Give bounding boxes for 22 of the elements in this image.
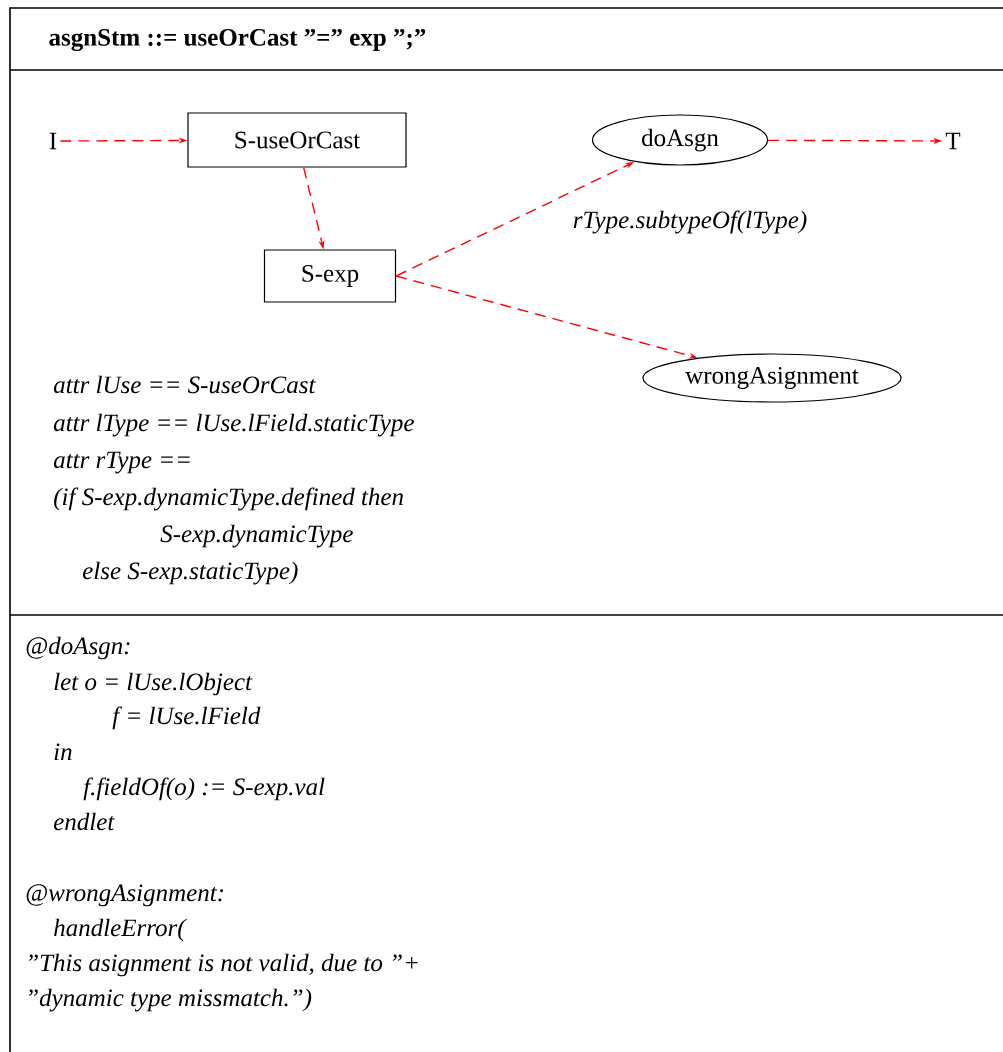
code-line: attr rType == [53, 451, 190, 474]
code-line: in [54, 743, 72, 760]
code-line: ”This asignment is not valid, due to ”+ [28, 953, 418, 977]
title: asgnStm ::= useOrCast ”=” exp ”;” [49, 28, 426, 52]
code-line: endlet [53, 812, 115, 831]
code-line: S-exp.dynamicType [160, 524, 353, 548]
code-line: attr lType == lUse.lField.staticType [53, 413, 414, 437]
terminal-label: T [945, 132, 961, 150]
edge-label: rType.subtypeOf(lType) [570, 208, 810, 236]
code-line: f.fieldOf(o) := S-exp.val [83, 777, 325, 801]
process-box: S-exp [263, 249, 397, 303]
code-line: let o = lUse.lObject [54, 672, 253, 696]
terminal-label: I [49, 132, 57, 150]
code-line: f = lUse.lField [112, 706, 261, 730]
code-line: ”dynamic type missmatch.”) [28, 988, 312, 1012]
code-line: @wrongAsignment: [26, 884, 224, 907]
code-line: (if S-exp.dynamicType.defined then [54, 487, 403, 511]
code-line: attr lUse == S-useOrCast [53, 375, 316, 394]
code-line: else S-exp.staticType) [82, 561, 298, 585]
code-line: @doAsgn: [26, 636, 130, 660]
process-box: S-useOrCast [187, 112, 407, 168]
code-line: handleError( [54, 918, 187, 942]
